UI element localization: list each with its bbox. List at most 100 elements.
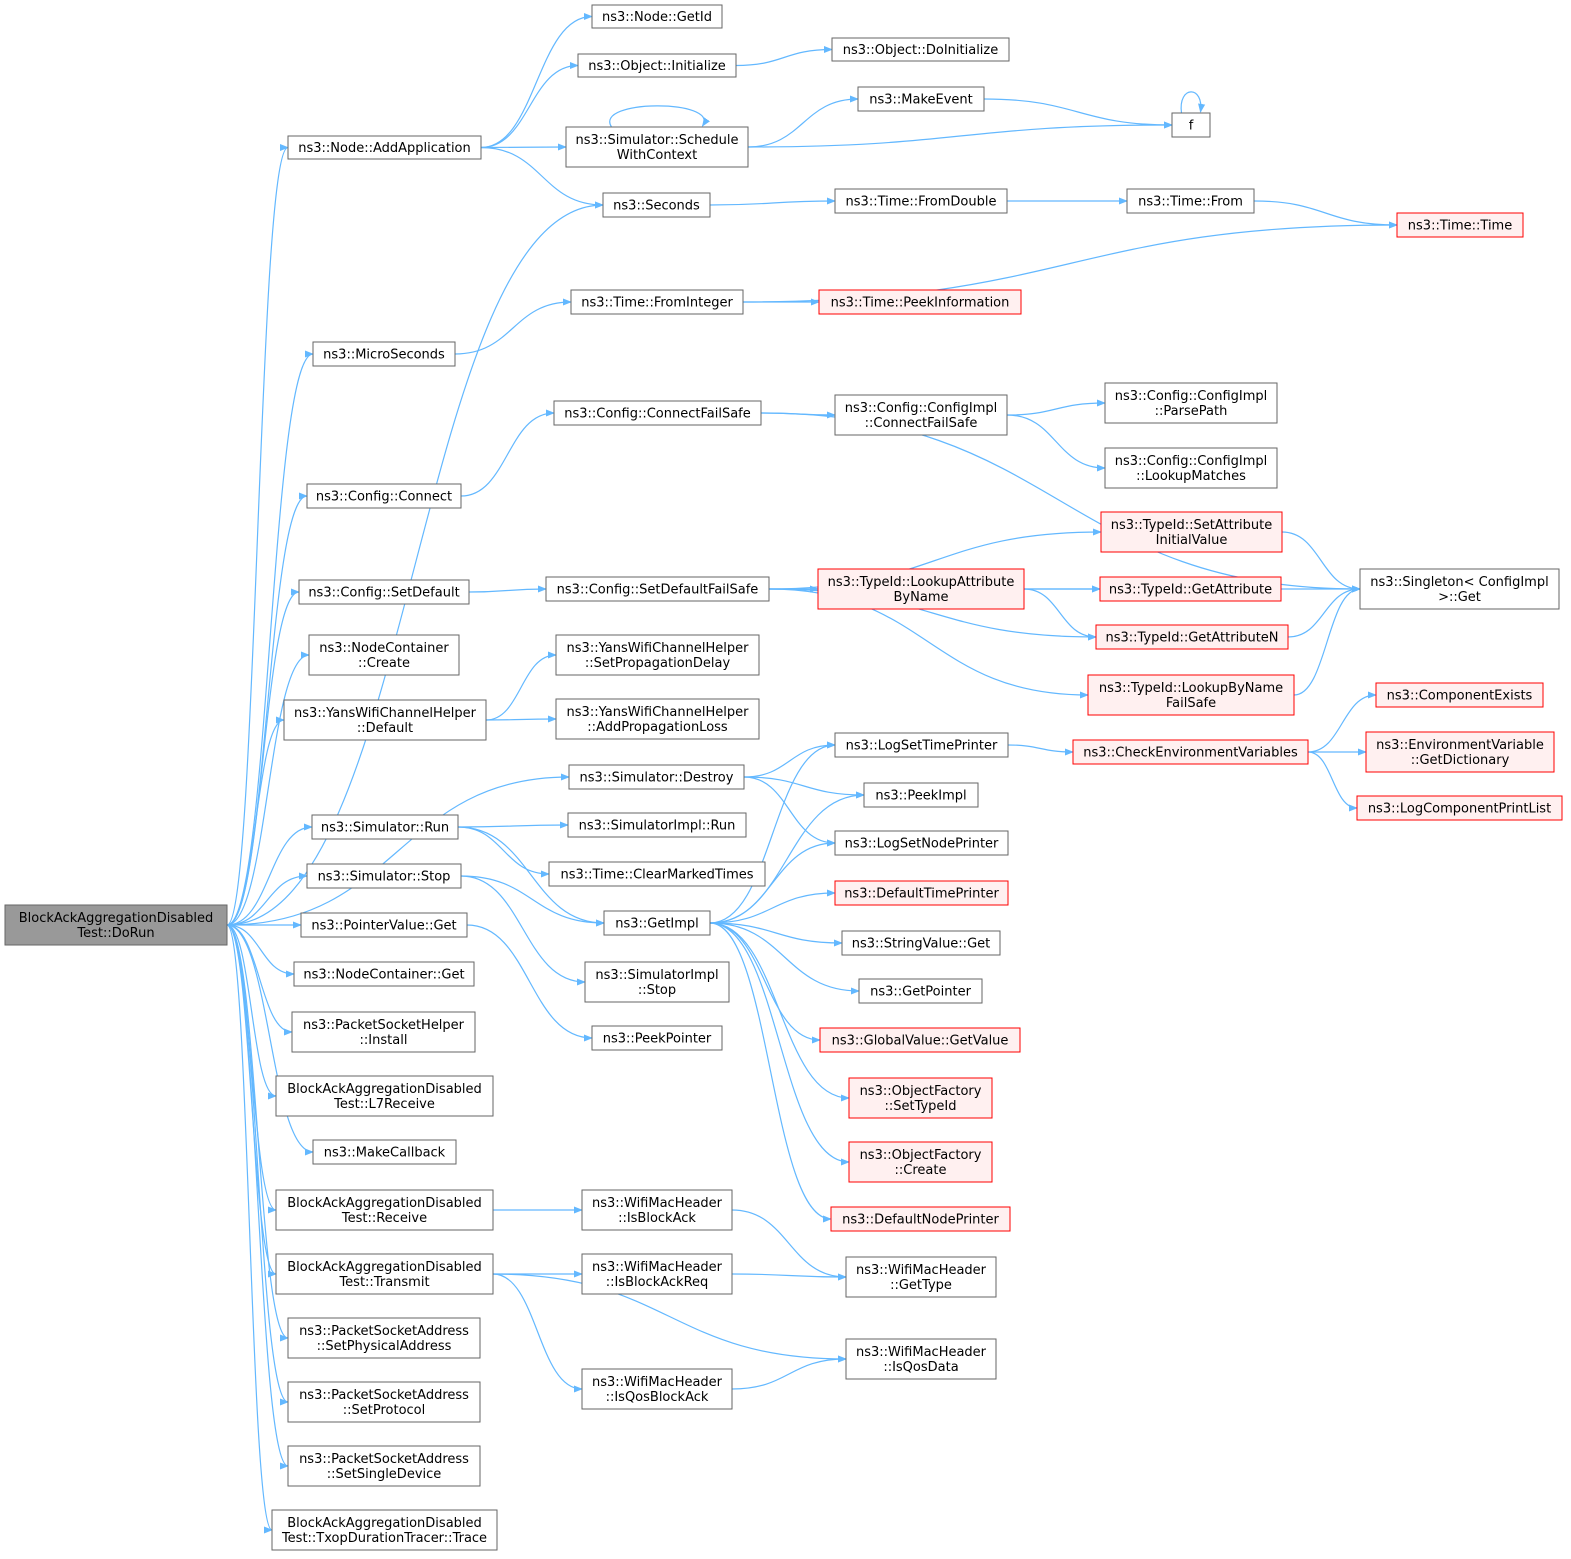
- node-cfgconnfs[interactable]: ns3::Config::ConnectFailSafe: [553, 400, 762, 426]
- node-setproto[interactable]: ns3::PacketSocketAddress::SetProtocol: [287, 1381, 481, 1423]
- node-parsepath[interactable]: ns3::Config::ConfigImpl::ParsePath: [1104, 382, 1278, 424]
- node-setsingle[interactable]: ns3::PacketSocketAddress::SetSingleDevic…: [287, 1445, 481, 1487]
- node-peekpointer[interactable]: ns3::PeekPointer: [591, 1025, 723, 1051]
- node-logsettime[interactable]: ns3::LogSetTimePrinter: [834, 732, 1009, 758]
- node-ncget[interactable]: ns3::NodeContainer::Get: [293, 961, 475, 987]
- node-label: ::Create: [895, 1163, 947, 1178]
- node-lookupmatches[interactable]: ns3::Config::ConfigImpl::LookupMatches: [1104, 447, 1278, 489]
- node-simrun[interactable]: ns3::Simulator::Run: [311, 814, 459, 840]
- edge-root-to-yansdefault: [226, 716, 285, 926]
- node-peekinfo[interactable]: ns3::Time::PeekInformation: [818, 289, 1022, 315]
- node-label: ns3::PacketSocketAddress: [299, 1452, 469, 1467]
- node-getattrn[interactable]: ns3::TypeId::GetAttributeN: [1095, 624, 1289, 650]
- node-setphys[interactable]: ns3::PacketSocketAddress::SetPhysicalAdd…: [287, 1317, 481, 1359]
- node-label: ns3::WifiMacHeader: [856, 1263, 987, 1278]
- node-simdestroy[interactable]: ns3::Simulator::Destroy: [568, 764, 745, 790]
- node-cfgimplconn[interactable]: ns3::Config::ConfigImpl::ConnectFailSafe: [834, 394, 1008, 436]
- node-l7recv[interactable]: BlockAckAggregationDisabledTest::L7Recei…: [275, 1075, 494, 1117]
- node-fromint[interactable]: ns3::Time::FromInteger: [570, 289, 744, 315]
- node-seconds[interactable]: ns3::Seconds: [602, 192, 711, 218]
- node-label: ns3::PeekPointer: [603, 1032, 712, 1047]
- node-timefrom[interactable]: ns3::Time::From: [1126, 188, 1255, 214]
- node-box: [275, 1253, 494, 1295]
- node-box: [570, 289, 744, 315]
- node-simimplrun[interactable]: ns3::SimulatorImpl::Run: [567, 812, 747, 838]
- node-isqosdata[interactable]: ns3::WifiMacHeader::IsQosData: [845, 1338, 997, 1380]
- node-isqosblockack[interactable]: ns3::WifiMacHeader::IsQosBlockAck: [581, 1368, 733, 1410]
- node-logcompprint[interactable]: ns3::LogComponentPrintList: [1356, 795, 1563, 821]
- node-timetime[interactable]: ns3::Time::Time: [1396, 212, 1524, 238]
- node-label: ::SetTypeId: [884, 1099, 956, 1114]
- node-isblockackreq[interactable]: ns3::WifiMacHeader::IsBlockAckReq: [581, 1253, 733, 1295]
- node-strget[interactable]: ns3::StringValue::Get: [841, 930, 1001, 956]
- node-makeevent[interactable]: ns3::MakeEvent: [857, 86, 985, 112]
- node-label: ns3::TypeId::LookupByName: [1099, 681, 1283, 696]
- node-label: ns3::NodeContainer::Get: [303, 968, 464, 983]
- node-box: [1171, 112, 1211, 138]
- node-clearmarked[interactable]: ns3::Time::ClearMarkedTimes: [548, 861, 766, 887]
- node-defaulttime[interactable]: ns3::DefaultTimePrinter: [834, 880, 1009, 906]
- node-cfgsetdeffs[interactable]: ns3::Config::SetDefaultFailSafe: [545, 576, 770, 602]
- node-box: [306, 483, 462, 509]
- node-compexists[interactable]: ns3::ComponentExists: [1375, 682, 1544, 708]
- node-txoptrace[interactable]: BlockAckAggregationDisabledTest::TxopDur…: [271, 1509, 498, 1551]
- node-addapp[interactable]: ns3::Node::AddApplication: [287, 135, 482, 160]
- node-getattr[interactable]: ns3::TypeId::GetAttribute: [1099, 576, 1282, 602]
- node-ofsettype[interactable]: ns3::ObjectFactory::SetTypeId: [848, 1077, 993, 1119]
- node-f[interactable]: f: [1171, 112, 1211, 138]
- node-yansdefault[interactable]: ns3::YansWifiChannelHelper::Default: [283, 699, 487, 741]
- node-simstop[interactable]: ns3::Simulator::Stop: [306, 863, 462, 889]
- node-label: >::Get: [1438, 590, 1481, 605]
- node-logsetnode[interactable]: ns3::LogSetNodePrinter: [834, 830, 1009, 856]
- node-label: ns3::PacketSocketHelper: [303, 1018, 465, 1033]
- node-box: [565, 126, 749, 168]
- node-envdict[interactable]: ns3::EnvironmentVariable::GetDictionary: [1365, 731, 1555, 773]
- node-cfgconnect[interactable]: ns3::Config::Connect: [306, 483, 462, 509]
- edge-root-to-l7recv: [226, 924, 277, 1100]
- node-box: [818, 289, 1022, 315]
- edge-f-to-f: [1180, 91, 1206, 114]
- node-simimplstop[interactable]: ns3::SimulatorImpl::Stop: [584, 961, 730, 1003]
- node-ofcreate[interactable]: ns3::ObjectFactory::Create: [848, 1141, 993, 1183]
- node-psinstall[interactable]: ns3::PacketSocketHelper::Install: [291, 1011, 476, 1053]
- node-transmit[interactable]: BlockAckAggregationDisabledTest::Transmi…: [275, 1253, 494, 1295]
- node-fromdouble[interactable]: ns3::Time::FromDouble: [834, 188, 1008, 214]
- node-box: [4, 904, 228, 946]
- node-getimpl[interactable]: ns3::GetImpl: [603, 910, 711, 936]
- node-peekimpl[interactable]: ns3::PeekImpl: [863, 782, 979, 808]
- node-nccreate[interactable]: ns3::NodeContainer::Create: [308, 634, 460, 676]
- node-singleton[interactable]: ns3::Singleton< ConfigImpl>::Get: [1359, 568, 1560, 610]
- node-label: ns3::Config::Connect: [316, 490, 452, 505]
- node-addprop[interactable]: ns3::YansWifiChannelHelper::AddPropagati…: [555, 698, 760, 740]
- node-isblockack[interactable]: ns3::WifiMacHeader::IsBlockAck: [581, 1189, 733, 1231]
- node-cfgsetdef[interactable]: ns3::Config::SetDefault: [298, 579, 470, 605]
- node-objinit[interactable]: ns3::Object::Initialize: [577, 53, 737, 78]
- node-doinit[interactable]: ns3::Object::DoInitialize: [831, 37, 1010, 62]
- node-label: ns3::Node::AddApplication: [298, 141, 471, 156]
- node-box: [287, 1317, 481, 1359]
- node-getpointer[interactable]: ns3::GetPointer: [858, 978, 983, 1004]
- node-globget[interactable]: ns3::GlobalValue::GetValue: [819, 1027, 1021, 1053]
- node-label: ns3::EnvironmentVariable: [1376, 738, 1544, 753]
- node-label: ns3::Time::From: [1138, 195, 1243, 210]
- node-defaultnode[interactable]: ns3::DefaultNodePrinter: [830, 1206, 1011, 1232]
- node-getid[interactable]: ns3::Node::GetId: [591, 4, 723, 29]
- node-setprop[interactable]: ns3::YansWifiChannelHelper::SetPropagati…: [555, 634, 760, 676]
- edge-simrun-to-getimpl: [457, 826, 605, 927]
- node-checkenv[interactable]: ns3::CheckEnvironmentVariables: [1072, 739, 1309, 765]
- node-ptrget[interactable]: ns3::PointerValue::Get: [300, 912, 468, 938]
- node-label: ::SetPhysicalAddress: [317, 1339, 452, 1354]
- node-label: BlockAckAggregationDisabled: [287, 1260, 482, 1275]
- node-box: [1099, 576, 1282, 602]
- node-makecb[interactable]: ns3::MakeCallback: [312, 1139, 457, 1165]
- node-label: ns3::TypeId::GetAttributeN: [1105, 631, 1278, 646]
- node-gettype[interactable]: ns3::WifiMacHeader::GetType: [845, 1256, 997, 1298]
- node-micro[interactable]: ns3::MicroSeconds: [312, 341, 456, 367]
- node-label: ns3::Config::SetDefaultFailSafe: [557, 583, 759, 598]
